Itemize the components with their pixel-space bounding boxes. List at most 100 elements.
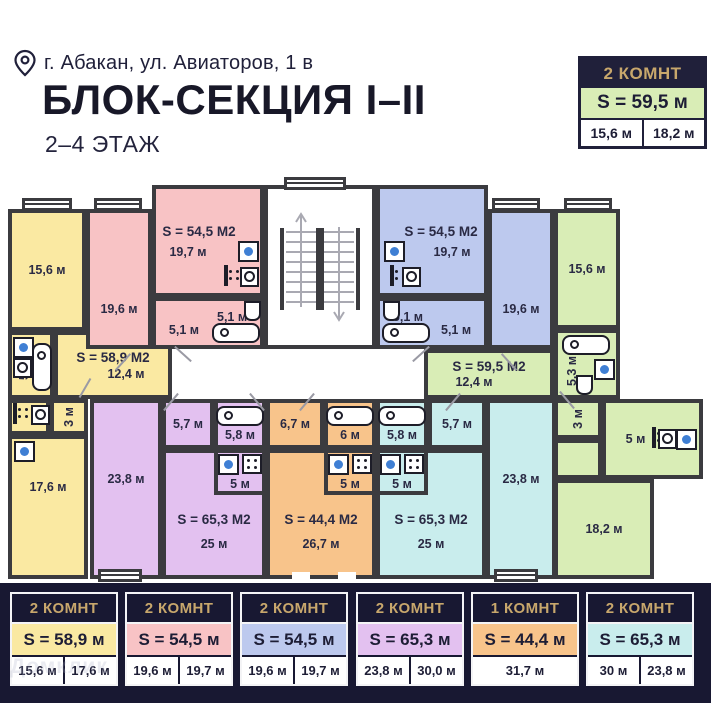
room-area-label: 3 м bbox=[570, 409, 585, 429]
room-green-living: 18,2 м bbox=[554, 479, 654, 579]
apartment-area-label: S = 54,5 М2 bbox=[162, 223, 236, 239]
room-purple-bedroom: 23,8 м bbox=[90, 399, 162, 579]
room-teal-hall: 5,7 м bbox=[428, 399, 486, 449]
toilet-icon bbox=[244, 301, 261, 321]
balcony-door-gap bbox=[292, 572, 310, 582]
page-title: БЛОК-СЕКЦИЯ I–II bbox=[42, 76, 426, 123]
room-area-label: 25 м bbox=[200, 536, 228, 551]
summary-area-label: S = 59,5 м bbox=[581, 88, 704, 120]
room-area-label: 25 м bbox=[417, 536, 445, 551]
washing-machine-icon bbox=[14, 441, 35, 462]
room-green-bedroom: 15,6 м bbox=[554, 209, 620, 329]
room-area-label: 5,1 м bbox=[217, 310, 248, 324]
legend-room-size: 23,8 м bbox=[639, 657, 692, 684]
room-area-label: 23,8 м bbox=[502, 472, 540, 486]
room-purple-kitchen: 5 м bbox=[214, 449, 266, 495]
room-green-hall2 bbox=[554, 439, 602, 479]
sink-icon bbox=[13, 358, 32, 378]
legend-rooms-label: 2 КОМНТ bbox=[259, 599, 329, 617]
washing-machine-icon bbox=[594, 359, 615, 380]
room-area-label: 26,7 м bbox=[302, 536, 340, 551]
legend-card: 2 КОМНТ S = 54,5 м 19,6 м 19,7 м bbox=[125, 592, 233, 686]
room-area-label: 5,1 м bbox=[441, 323, 472, 337]
room-purple-bathroom: 5,8 м bbox=[214, 399, 266, 449]
room-area-label: 5 м bbox=[392, 476, 412, 491]
legend-rooms-label: 2 КОМНТ bbox=[29, 599, 99, 617]
room-area-label: 6,7 м bbox=[279, 417, 311, 431]
legend-card: 2 КОМНТ S = 58,9 м 15,6 м 17,6 м bbox=[10, 592, 118, 686]
room-area-label: 6 м bbox=[340, 428, 360, 442]
washing-machine-icon bbox=[13, 337, 34, 358]
window bbox=[284, 177, 346, 190]
room-area-label: 5 м bbox=[625, 432, 646, 446]
legend-card: 2 КОМНТ S = 54,5 м 19,6 м 19,7 м bbox=[240, 592, 348, 686]
room-pink-bedroom: 19,6 м bbox=[86, 209, 152, 349]
room-orange-kitchen: 5 м bbox=[324, 449, 376, 495]
legend-room-size: 15,6 м bbox=[18, 663, 57, 678]
legend-area-label: S = 44,4 м bbox=[473, 622, 577, 655]
washing-machine-icon bbox=[384, 241, 405, 262]
apartment-area-label: S = 59,5 М2 bbox=[452, 359, 526, 374]
stove-icon bbox=[224, 265, 228, 286]
window bbox=[22, 198, 72, 211]
room-area-label: 17,6 м bbox=[29, 480, 67, 494]
window bbox=[98, 569, 142, 582]
legend-strip: 2 КОМНТ S = 58,9 м 15,6 м 17,6 м 2 КОМНТ… bbox=[0, 583, 711, 703]
apartment-area-label: S = 65,3 М2 bbox=[394, 511, 468, 527]
room-area-label: 5,7 м bbox=[172, 417, 204, 431]
legend-rooms-label: 1 КОМНТ bbox=[490, 599, 560, 617]
address-text: г. Абакан, ул. Авиаторов, 1 в bbox=[44, 52, 314, 74]
location-pin-icon bbox=[13, 49, 37, 82]
room-area-label: 3 м bbox=[61, 407, 76, 427]
window bbox=[564, 198, 612, 211]
washing-machine-icon bbox=[380, 453, 401, 475]
stove-icon bbox=[13, 403, 17, 424]
stove-icon bbox=[352, 454, 372, 474]
room-area-label: 15,6 м bbox=[28, 263, 66, 277]
legend-area-label: S = 54,5 м bbox=[242, 622, 346, 655]
floor-plan: 15,6 м 5,3 м S = 58,9 М2 12,4 м 3 м 17,6… bbox=[0, 177, 711, 585]
summary-rooms-label: 2 КОМНТ bbox=[581, 59, 704, 88]
window bbox=[492, 198, 540, 211]
balcony-door-gap bbox=[338, 572, 356, 582]
legend-room-size: 19,6 м bbox=[133, 663, 172, 678]
room-area-label: 12,4 м bbox=[455, 375, 493, 389]
room-orange-hall: 6,7 м bbox=[266, 399, 324, 449]
apartment-area-label: S = 58,9 М2 bbox=[76, 349, 150, 365]
room-area-label: 5,7 м bbox=[441, 417, 473, 431]
room-area-label: 23,8 м bbox=[107, 472, 145, 486]
room-blue-bedroom: 19,6 м bbox=[488, 209, 554, 349]
sink-icon bbox=[240, 267, 259, 287]
room-area-label: 5,1 м bbox=[392, 310, 423, 324]
room-area-label: 5 м bbox=[340, 476, 360, 491]
sink-icon bbox=[31, 405, 50, 425]
legend-rooms-label: 2 КОМНТ bbox=[144, 599, 214, 617]
room-area-label: 19,7 м bbox=[169, 244, 207, 259]
bathtub-icon bbox=[32, 343, 52, 391]
room-area-label: 5,8 м bbox=[386, 428, 418, 442]
window bbox=[94, 198, 142, 211]
stove-icon bbox=[652, 427, 656, 448]
legend-room-size: 19,7 м bbox=[293, 657, 346, 684]
summary-room-size: 15,6 м bbox=[590, 125, 633, 141]
room-area-label: 19,7 м bbox=[433, 244, 471, 259]
room-yellow-storage: 3 м bbox=[50, 399, 88, 435]
toilet-icon bbox=[383, 301, 400, 321]
apartment-area-label: S = 65,3 М2 bbox=[177, 511, 251, 527]
room-green-storage: 3 м bbox=[554, 399, 602, 439]
room-teal-kitchen: 5 м bbox=[376, 449, 428, 495]
legend-rooms-label: 2 КОМНТ bbox=[375, 599, 445, 617]
bathtub-icon bbox=[382, 323, 430, 343]
legend-area-label: S = 58,9 м bbox=[12, 622, 116, 655]
legend-room-size: 31,7 м bbox=[505, 663, 545, 678]
summary-room-size: 18,2 м bbox=[641, 120, 705, 146]
toilet-icon bbox=[576, 375, 593, 395]
legend-card: 2 КОМНТ S = 65,3 м 30 м 23,8 м bbox=[586, 592, 694, 686]
sink-icon bbox=[658, 429, 677, 449]
legend-rooms-label: 2 КОМНТ bbox=[605, 599, 675, 617]
legend-area-label: S = 65,3 м bbox=[358, 622, 462, 655]
legend-area-label: S = 54,5 м bbox=[127, 622, 231, 655]
legend-room-size: 23,8 м bbox=[364, 663, 403, 678]
room-area-label: 5,1 м bbox=[168, 323, 199, 337]
stove-icon bbox=[404, 454, 424, 474]
